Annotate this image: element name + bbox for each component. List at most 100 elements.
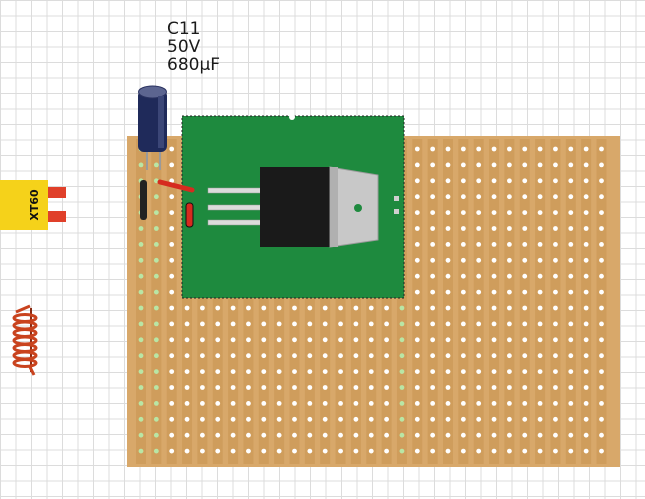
stripboard-hole [307,353,313,359]
stripboard-hole [568,226,574,231]
stripboard-hole [599,226,604,231]
stripboard-hole [368,401,374,406]
stripboard-hole [507,242,512,247]
stripboard-hole [430,321,436,327]
stripboard-hole [230,432,236,438]
stripboard-hole [414,305,420,311]
stripboard-hole [445,321,451,327]
stripboard-hole [599,273,604,279]
stripboard-hole [583,194,589,200]
stripboard-hole [169,448,175,454]
stripboard-hole [184,432,190,438]
stripboard-hole [414,242,420,247]
capacitor-top [138,85,167,99]
stripboard-hole [292,416,297,422]
stripboard-hole [491,289,497,295]
stripboard-hole [568,321,574,327]
stripboard-hole [445,178,451,184]
stripboard-hole [399,432,405,438]
stripboard-hole [292,401,297,406]
stripboard-hole [507,369,512,374]
stripboard[interactable] [127,136,620,467]
stripboard-hole [599,448,604,454]
stripboard-hole [445,401,451,406]
stripboard-hole [553,242,558,247]
capacitor-c11[interactable] [138,85,167,170]
stripboard-hole [460,162,466,168]
stripboard-hole [599,305,604,311]
inductor[interactable] [12,304,38,376]
stripboard-hole [568,385,574,390]
jumper-wires[interactable] [140,179,195,228]
stripboard-hole [184,321,190,327]
stripboard-hole [153,369,159,374]
stripboard-hole [261,401,267,406]
regulator-module[interactable] [181,114,405,299]
inductor-lead [15,304,31,314]
copper-strip [166,139,177,464]
jumper-wire-red[interactable] [157,179,195,193]
stripboard-hole [184,369,190,374]
xt60-connector[interactable]: XT60 [0,180,66,230]
copper-strip [289,139,300,464]
jumper-wire-red-short[interactable] [185,202,194,228]
stripboard-hole [460,273,466,279]
stripboard-hole [583,146,589,152]
stripboard-hole [368,448,374,454]
stripboard-hole [460,210,466,216]
stripboard-hole [537,369,543,374]
stripboard-hole [537,210,543,216]
capacitor-voltage: 50V [167,37,201,57]
stripboard-hole [153,385,159,390]
stripboard-hole [460,416,466,422]
stripboard-hole [261,448,267,454]
stripboard-hole [138,305,144,311]
stripboard-hole [384,305,389,311]
stripboard-hole [384,369,389,374]
capacitor-label: C11 50V 680µF [167,20,220,74]
jumper-wire-black[interactable] [140,180,147,220]
stripboard-hole [491,385,497,390]
stripboard-hole [583,448,589,454]
stripboard-hole [445,416,451,422]
stripboard-hole [414,162,420,168]
stripboard-hole [583,401,589,406]
stripboard-hole [491,194,497,200]
stripboard-hole [507,210,512,216]
stripboard-hole [460,178,466,184]
stripboard-hole [338,305,343,311]
stripboard-hole [568,289,574,295]
stripboard-hole [507,178,512,184]
stripboard-hole [215,448,221,454]
stripboard-hole [430,178,436,184]
stripboard-hole [322,416,328,422]
regulator-body[interactable] [260,167,332,247]
stripboard-hole [522,162,528,168]
stripboard-hole [368,385,374,390]
regulator-tab-hole [354,204,362,212]
stripboard-hole [445,369,451,374]
stripboard-hole [599,401,604,406]
stripboard-hole [568,178,574,184]
stripboard-hole [276,448,282,454]
copper-strip [335,139,346,464]
inductor-turn [12,358,38,368]
stripboard-hole [537,178,543,184]
stripboard-hole [200,305,205,311]
stripboard-hole [507,257,512,263]
stripboard-hole [184,401,190,406]
stripboard-hole [184,305,190,311]
stripboard-hole [153,321,159,327]
stripboard-hole [353,385,359,390]
stripboard-hole [583,242,589,247]
copper-strip [381,139,392,464]
stripboard-hole [169,257,175,263]
stripboard-hole [153,448,159,454]
stripboard-hole [353,369,359,374]
copper-strip [350,139,361,464]
connector-label: XT60 [28,189,41,221]
stripboard-hole [184,385,190,390]
stripboard-hole [537,257,543,263]
stripboard-hole [460,401,466,406]
stripboard-hole [261,353,267,359]
